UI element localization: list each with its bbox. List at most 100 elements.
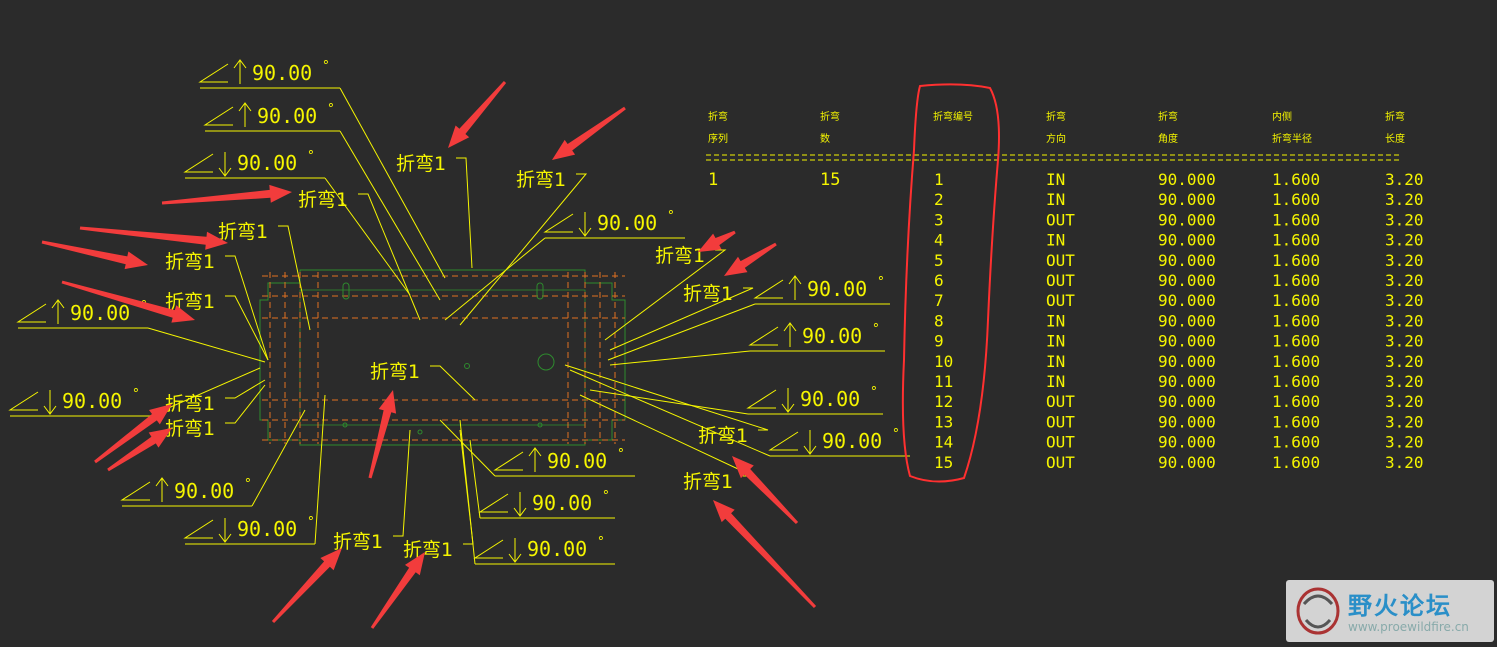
degree-symbol: ° bbox=[327, 102, 335, 117]
degree-symbol: ° bbox=[667, 209, 675, 224]
bend-length: 3.20 bbox=[1385, 311, 1424, 330]
leader-line bbox=[251, 409, 306, 507]
leader-line bbox=[439, 419, 496, 477]
bend-length: 3.20 bbox=[1385, 453, 1424, 472]
angle-callout: 90.00° bbox=[493, 447, 635, 477]
red-arrow-icon bbox=[79, 226, 228, 250]
inner-bend-radius: 1.600 bbox=[1272, 291, 1320, 310]
leader-line bbox=[569, 369, 771, 457]
leader-line bbox=[604, 249, 727, 341]
angle-value: 90.00 bbox=[527, 537, 587, 561]
header-line2: 角度 bbox=[1158, 132, 1178, 145]
part-outline bbox=[259, 269, 626, 446]
bend-direction: IN bbox=[1046, 332, 1065, 351]
angle-callout: 90.00° bbox=[120, 477, 252, 507]
angle-value: 90.00 bbox=[62, 389, 122, 413]
angle-icon bbox=[8, 391, 39, 411]
arrow-down-icon bbox=[781, 388, 795, 413]
red-arrow-icon bbox=[370, 552, 425, 629]
inner-bend-radius: 1.600 bbox=[1272, 210, 1320, 229]
bend-angle: 90.000 bbox=[1158, 190, 1216, 209]
arrow-up-icon bbox=[788, 275, 802, 300]
highlight-arrows bbox=[41, 81, 817, 629]
leader-line bbox=[225, 379, 266, 399]
inner-bend-radius: 1.600 bbox=[1272, 190, 1320, 209]
degree-symbol: ° bbox=[870, 385, 878, 400]
red-arrow-icon bbox=[107, 428, 172, 472]
angle-value: 90.00 bbox=[174, 479, 234, 503]
arrow-down-icon bbox=[803, 430, 817, 455]
arrow-down-icon bbox=[218, 518, 232, 543]
bend-number: 13 bbox=[934, 412, 953, 431]
leader-line bbox=[459, 173, 588, 326]
red-arrow-icon bbox=[732, 456, 799, 524]
bend-length: 3.20 bbox=[1385, 190, 1424, 209]
bend-length: 3.20 bbox=[1385, 412, 1424, 431]
bend-number: 2 bbox=[934, 190, 944, 209]
angle-callout: 90.00° bbox=[183, 515, 315, 545]
bend-length: 3.20 bbox=[1385, 372, 1424, 391]
leader-line bbox=[278, 225, 311, 331]
header-line1: 折弯 bbox=[1158, 110, 1178, 123]
red-arrow-icon bbox=[271, 548, 342, 623]
arrow-up-icon bbox=[528, 447, 542, 472]
header-line1: 折弯 bbox=[1385, 110, 1405, 123]
leader-line bbox=[444, 237, 546, 321]
bend-label: 折弯1 bbox=[218, 221, 268, 243]
bend-direction: OUT bbox=[1046, 392, 1075, 411]
degree-symbol: ° bbox=[597, 535, 605, 550]
bend-number: 12 bbox=[934, 392, 953, 411]
bend-sequence-value: 1 bbox=[708, 170, 718, 190]
bend-length: 3.20 bbox=[1385, 271, 1424, 290]
angle-callout: 90.00 ° bbox=[203, 102, 340, 132]
red-arrow-icon bbox=[448, 81, 507, 148]
angle-icon bbox=[493, 451, 524, 471]
inner-bend-radius: 1.600 bbox=[1272, 271, 1320, 290]
angle-icon bbox=[183, 519, 214, 539]
angle-callouts: 90.00 ° 90.00 ° 90.00 ° 90.00 ° 90.00 ° 90.00 ° 90.0… bbox=[8, 59, 910, 565]
arrow-down-icon bbox=[218, 152, 232, 177]
inner-bend-radius: 1.600 bbox=[1272, 453, 1320, 472]
bend-direction: IN bbox=[1046, 352, 1065, 371]
leader-lines bbox=[147, 87, 771, 565]
inner-bend-radius: 1.600 bbox=[1272, 311, 1320, 330]
bend-angle: 90.000 bbox=[1158, 433, 1216, 452]
arrow-up-icon bbox=[51, 299, 65, 324]
bend-number: 1 bbox=[934, 170, 944, 189]
bend-label-text: 折弯1 bbox=[165, 418, 215, 440]
flat-pattern-part bbox=[259, 269, 626, 446]
header-line1: 折弯 bbox=[708, 110, 728, 123]
header-line1: 折弯编号 bbox=[933, 110, 973, 123]
bend-direction: IN bbox=[1046, 311, 1065, 330]
bend-length: 3.20 bbox=[1385, 210, 1424, 229]
angle-callout: 90.00° bbox=[8, 387, 150, 417]
angle-value: 90.00 bbox=[70, 301, 130, 325]
angle-value: 90.00 bbox=[532, 491, 592, 515]
red-arrow-icon bbox=[94, 404, 172, 464]
bend-length: 3.20 bbox=[1385, 433, 1424, 452]
angle-callout: 90.00° bbox=[753, 275, 890, 305]
leader-line bbox=[456, 157, 473, 269]
bend-direction: OUT bbox=[1046, 271, 1075, 290]
bend-direction: OUT bbox=[1046, 412, 1075, 431]
bend-direction: IN bbox=[1046, 170, 1065, 189]
header-line2: 数 bbox=[820, 132, 830, 145]
degree-symbol: ° bbox=[307, 515, 315, 530]
inner-bend-radius: 1.600 bbox=[1272, 433, 1320, 452]
red-arrow-icon bbox=[61, 280, 195, 323]
angle-value: 90.00 bbox=[257, 104, 317, 128]
inner-panel bbox=[299, 289, 586, 426]
angle-icon bbox=[203, 106, 234, 126]
bend-length: 3.20 bbox=[1385, 170, 1424, 189]
red-arrow-icon bbox=[552, 106, 626, 160]
angle-value: 90.00 bbox=[822, 429, 882, 453]
angle-callout: 90.00° bbox=[478, 489, 615, 519]
bend-label-text: 折弯1 bbox=[683, 283, 733, 305]
leader-line bbox=[609, 287, 754, 351]
degree-symbol: ° bbox=[892, 427, 900, 442]
